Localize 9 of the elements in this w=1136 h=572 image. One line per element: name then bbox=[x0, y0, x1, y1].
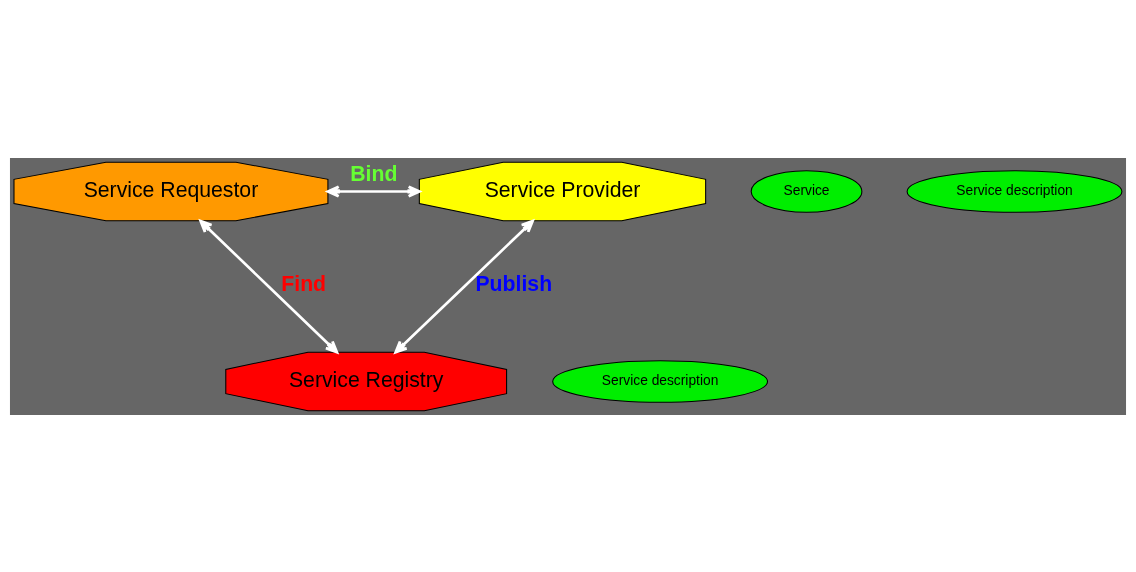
arrow bbox=[199, 219, 339, 354]
arrow bbox=[326, 184, 421, 198]
node-ellipse: Service description bbox=[906, 169, 1123, 213]
edge-label: Publish bbox=[475, 271, 553, 295]
node-ellipse: Service description bbox=[552, 359, 769, 403]
arrow bbox=[394, 219, 534, 354]
edge-label: Find bbox=[281, 271, 327, 295]
node-ellipse: Service bbox=[750, 169, 863, 213]
edge-label: Bind bbox=[350, 161, 398, 185]
